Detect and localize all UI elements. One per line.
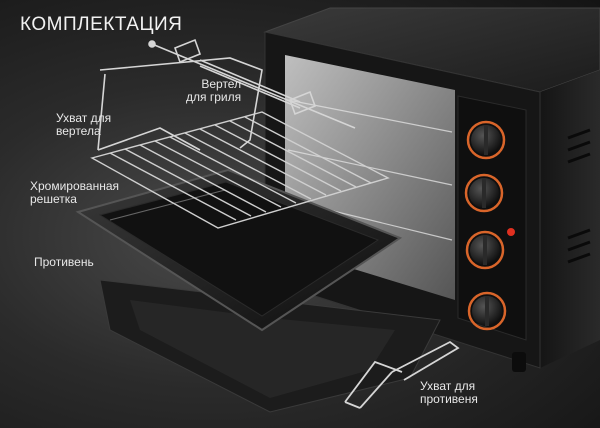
tray-holder [344,340,460,409]
chrome-rack [90,111,390,229]
side-vents [567,128,591,264]
label-rack: Хромированная решетка [30,179,119,206]
oven-control-knob [466,120,506,160]
label-tray: Противень [34,255,94,269]
oven-control-knob [465,230,505,270]
oven-foot [512,352,526,372]
baking-tray [75,168,403,332]
oven-control-knob [467,291,507,331]
label-tray-holder: Ухват для противеня [420,379,478,406]
control-knobs [464,120,515,331]
rotisserie-spit [148,38,356,129]
label-spit-holder: Ухват для вертела [56,111,112,138]
spit-holder [97,57,263,151]
oven-control-knob [464,173,504,213]
page-title: КОМПЛЕКТАЦИЯ [20,14,183,35]
power-indicator-light-icon [507,228,515,236]
label-spit: Вертел для гриля [186,77,242,104]
